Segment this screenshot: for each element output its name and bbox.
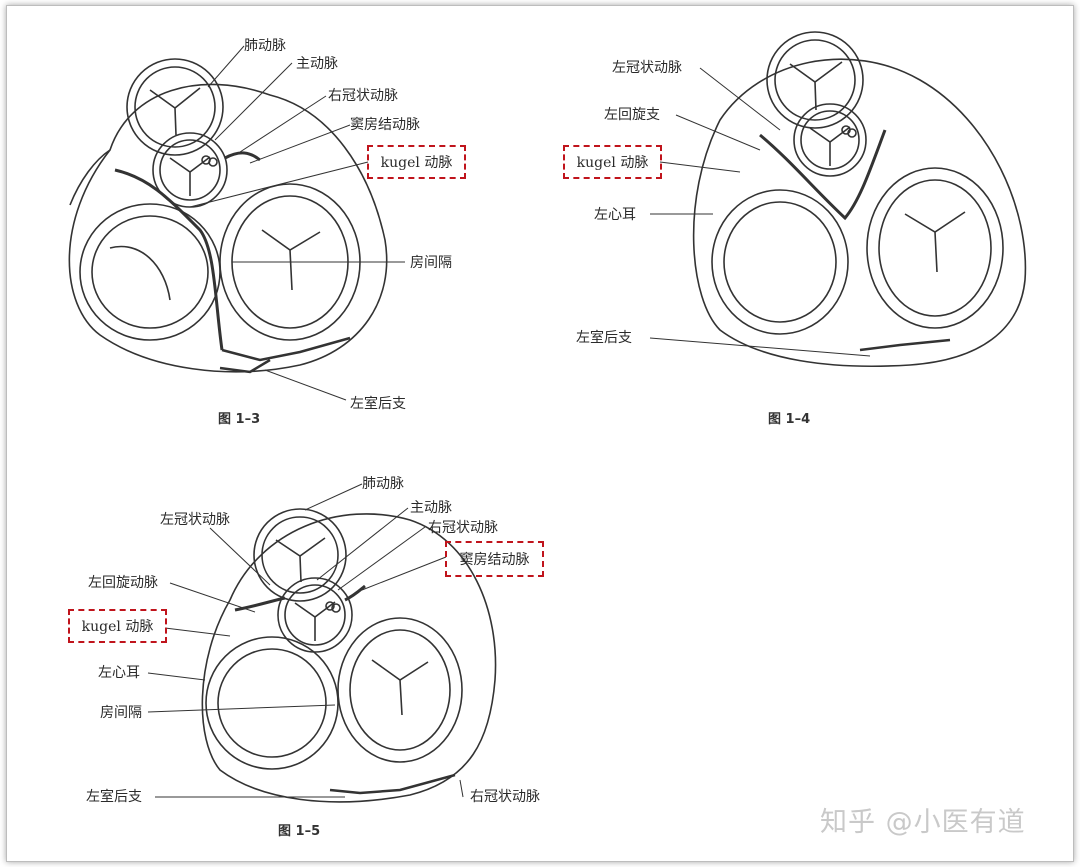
label-right-coronary-artery: 右冠状动脉 — [470, 789, 540, 805]
highlight-sinus-node-artery: 窦房结动脉 — [445, 541, 544, 577]
label-left-auricle: 左心耳 — [98, 665, 140, 681]
label-left-auricle: 左心耳 — [594, 207, 636, 223]
label-lv-posterior-branch: 左室后支 — [350, 396, 406, 412]
figure-1-5-drawing — [201, 508, 497, 803]
figure-caption: 图 1–5 — [278, 824, 321, 839]
label-right-coronary-artery: 右冠状动脉 — [328, 88, 398, 104]
figure-caption: 图 1–3 — [218, 412, 261, 427]
image-border — [6, 5, 1074, 862]
label-atrial-septum: 房间隔 — [410, 255, 452, 271]
label-circumflex-branch: 左回旋支 — [604, 107, 660, 123]
label-aorta: 主动脉 — [296, 56, 338, 72]
figure-1-3-drawing — [68, 58, 388, 374]
leader-lines — [147, 45, 871, 798]
label-atrial-septum: 房间隔 — [100, 705, 142, 721]
figure-1-4-drawing — [692, 31, 1027, 367]
label-left-coronary-artery: 左冠状动脉 — [160, 512, 230, 528]
label-lv-posterior-branch: 左室后支 — [86, 789, 142, 805]
label-pulmonary-artery: 肺动脉 — [244, 38, 286, 54]
label-lv-posterior-branch: 左室后支 — [576, 330, 632, 346]
label-left-coronary-artery: 左冠状动脉 — [612, 60, 682, 76]
highlight-kugel-artery: kugel 动脉 — [563, 145, 662, 179]
label-circumflex-artery: 左回旋动脉 — [88, 575, 158, 591]
watermark: 知乎 @小医有道 — [820, 807, 1026, 838]
highlight-kugel-artery: kugel 动脉 — [367, 145, 466, 179]
highlight-kugel-artery: kugel 动脉 — [68, 609, 167, 643]
label-aorta: 主动脉 — [410, 500, 452, 516]
figure-caption: 图 1–4 — [768, 412, 811, 427]
label-pulmonary-artery: 肺动脉 — [362, 476, 404, 492]
label-right-coronary-artery: 右冠状动脉 — [428, 520, 498, 536]
label-sinus-node-artery: 窦房结动脉 — [350, 117, 420, 133]
